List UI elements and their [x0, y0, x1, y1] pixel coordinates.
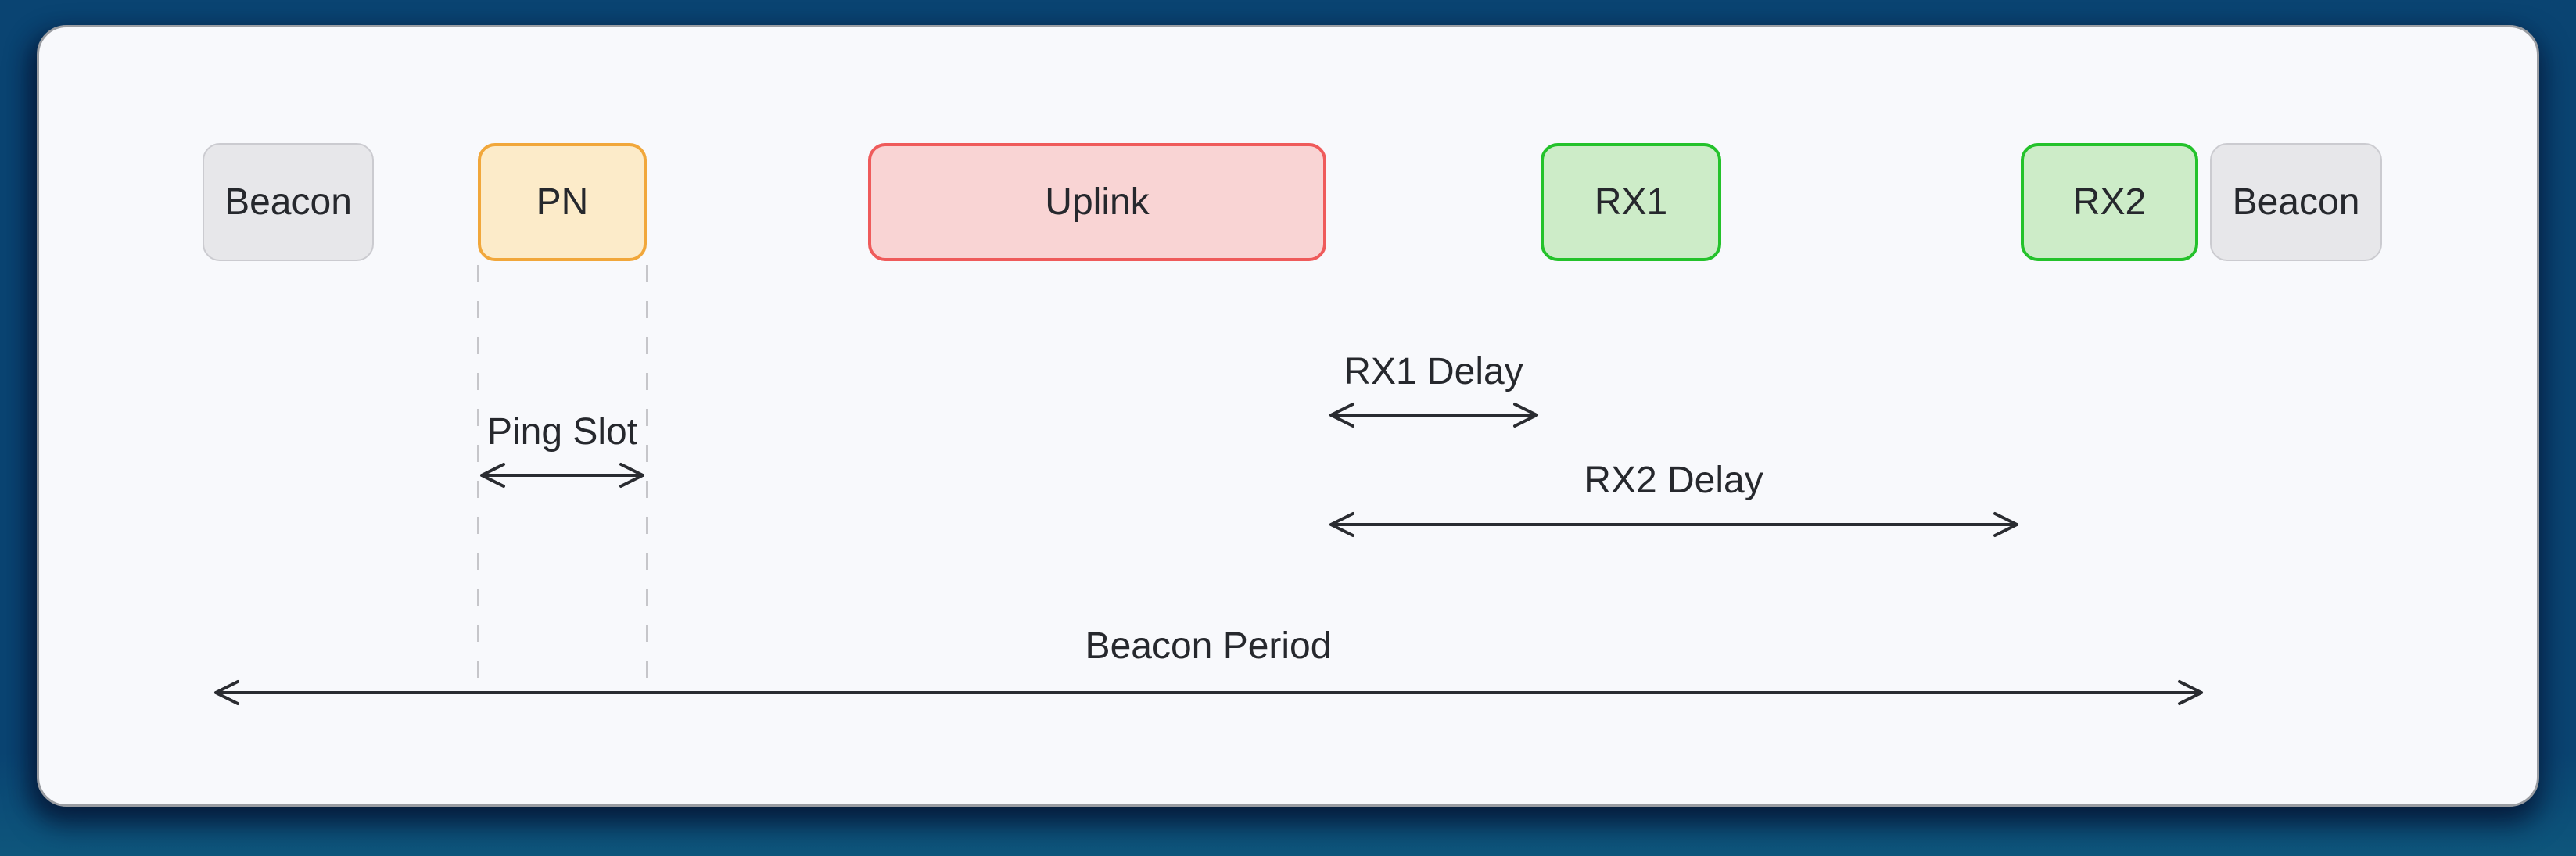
ping-slot-label: Ping Slot [486, 411, 638, 453]
ping-slot-arrow [478, 458, 647, 492]
beacon-period-label: Beacon Period [1085, 625, 1332, 667]
beacon-period-arrow [212, 675, 2205, 710]
box-pn-label: PN [536, 181, 589, 223]
ping-slot-guide-left [477, 265, 479, 694]
box-uplink: Uplink [868, 143, 1326, 261]
rx1-delay-label: RX1 Delay [1344, 351, 1523, 392]
rx2-delay-arrow [1327, 507, 2021, 542]
box-rx2-label: RX2 [2072, 181, 2147, 223]
box-rx2: RX2 [2021, 143, 2198, 261]
rx1-delay-arrow [1327, 398, 1541, 432]
box-rx1: RX1 [1541, 143, 1721, 261]
box-pn: PN [478, 143, 647, 261]
box-beacon-left-label: Beacon [224, 181, 352, 223]
box-beacon-left: Beacon [203, 143, 374, 261]
box-beacon-right-label: Beacon [2232, 181, 2360, 223]
diagram-card: Beacon PN Uplink RX1 RX2 Beacon Ping Slo… [37, 25, 2539, 807]
rx2-delay-label: RX2 Delay [1584, 460, 1763, 501]
box-rx1-label: RX1 [1594, 181, 1668, 223]
ping-slot-guide-right [646, 265, 648, 694]
box-beacon-right: Beacon [2210, 143, 2382, 261]
box-uplink-label: Uplink [1045, 181, 1150, 223]
